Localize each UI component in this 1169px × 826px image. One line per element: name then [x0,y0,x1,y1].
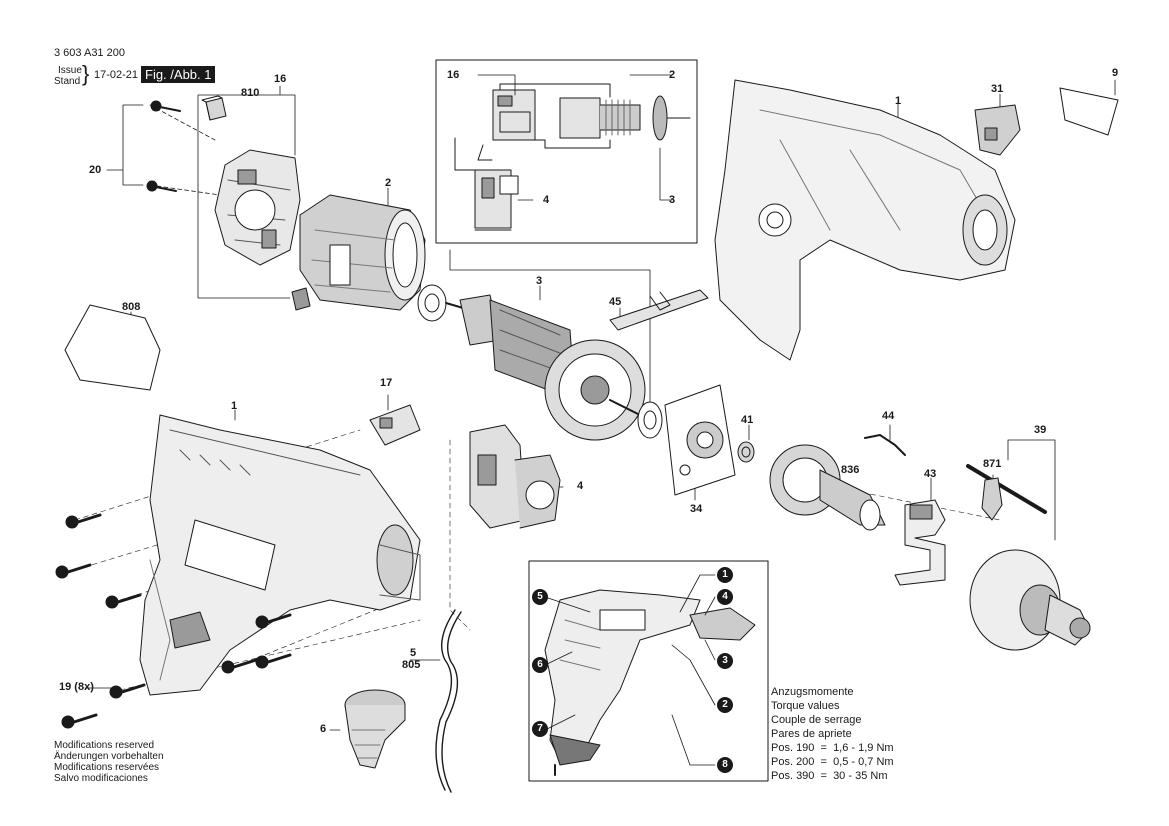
part-label-43: 43 [924,468,937,480]
part-label-19: 19 (8x) [59,681,94,693]
torque-heading-de: Anzugsmomente [771,686,854,698]
brush-holder-small [369,404,421,446]
torque-heading-es: Pares de apriete [771,728,852,740]
modifications-en: Modifications reserved [54,740,155,751]
issue-label: Issue [58,65,82,76]
part-label-16: 16 [274,73,287,85]
torque-badge-8: 8 [717,757,733,773]
part-label-20: 20 [89,164,102,176]
part-label-44: 44 [882,410,895,422]
spring [737,441,755,463]
chuck [969,549,1091,651]
torque-row-390: Pos. 390 = 30 - 35 Nm [771,770,888,782]
modifications-de: Änderungen vorbehalten [54,751,164,762]
brace-icon: } [82,61,90,86]
part-label-41: 41 [741,414,754,426]
torque-inset-frame [528,560,769,782]
modifications-es: Salvo modificaciones [54,773,148,784]
part-label-34: 34 [690,503,703,515]
part-label-31: 31 [991,83,1004,95]
gear [769,444,886,531]
inset-label-2: 2 [669,69,676,81]
housing-half-right [714,79,1016,361]
depth-stop [894,499,946,586]
torque-badge-4: 4 [717,589,733,605]
modifications-fr: Modifications reservées [54,762,160,773]
part-label-39: 39 [1034,424,1047,436]
cable-clamp [609,289,709,331]
armature [417,284,663,441]
carbon-brushes [201,95,311,311]
torque-values-table: Anzugsmomente Torque values Couple de se… [771,685,894,783]
label-plates [64,87,1119,391]
part-label-3: 3 [536,275,543,287]
part-label-871: 871 [983,458,1002,470]
brush-holder [214,149,301,266]
figure-label: Fig. /Abb. 1 [141,66,216,83]
torque-badge-6: 6 [532,657,548,673]
torque-badge-1: 1 [717,567,733,583]
torque-heading-en: Torque values [771,700,840,712]
clip-44 [864,434,906,456]
part-label-6: 6 [320,723,327,735]
part-label-836: 836 [841,464,860,476]
screws-20 [146,100,181,192]
part-label-9: 9 [1112,67,1119,79]
screws-19 [55,513,292,729]
part-label-17: 17 [380,377,393,389]
part-31-clip [974,104,1021,156]
inset-label-4: 4 [543,194,550,206]
cord-guard [344,689,406,769]
part-label-810: 810 [241,87,260,99]
housing-half-left [139,414,421,696]
part-label-2: 2 [385,177,392,189]
stator-field [299,194,426,311]
part-label-45: 45 [609,296,622,308]
torque-row-190: Pos. 190 = 1,6 - 1,9 Nm [771,742,894,754]
power-cord [435,609,462,793]
chuck-key [966,464,1047,521]
fan-baffle [664,384,736,496]
part-label-4: 4 [577,480,584,492]
torque-heading-fr: Couple de serrage [771,714,862,726]
torque-badge-5: 5 [532,589,548,605]
switch [469,424,561,529]
inset-label-16: 16 [447,69,460,81]
part-label-1-left: 1 [231,400,238,412]
wiring-inset-frame [435,59,698,244]
torque-badge-7: 7 [532,721,548,737]
torque-badge-3: 3 [717,653,733,669]
torque-inset-drill [544,589,756,776]
torque-inset-leaders [544,574,716,766]
modifications-note: Modifications reserved Änderungen vorbeh… [54,740,164,784]
doc-number: 3 603 A31 200 [54,47,125,59]
part-label-5: 5 [410,647,417,659]
torque-row-200: Pos. 200 = 0,5 - 0,7 Nm [771,756,894,768]
part-label-808: 808 [122,301,141,313]
torque-badge-2: 2 [717,697,733,713]
stand-label: Stand [54,76,81,87]
part-label-1-right: 1 [895,95,902,107]
part-label-805: 805 [402,659,421,671]
wiring-diagram [454,83,691,231]
inset-label-3: 3 [669,194,676,206]
issue-date: 17-02-21 [94,69,139,81]
